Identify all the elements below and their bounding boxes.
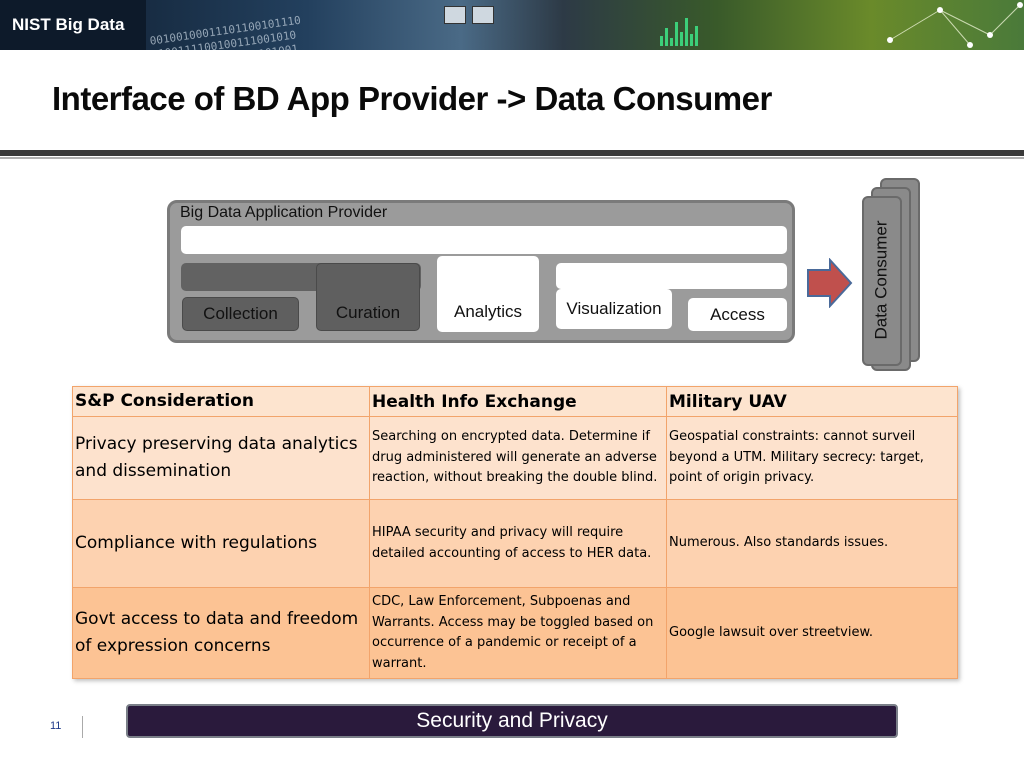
table-cell: Compliance with regulations — [72, 499, 370, 588]
consumer-card-front — [862, 196, 902, 366]
step-access: Access — [688, 298, 787, 331]
page-title: Interface of BD App Provider -> Data Con… — [52, 80, 772, 117]
table-row: Privacy preserving data analytics and di… — [72, 416, 958, 500]
header-banner: 00100100011101100101110 1100111100100111… — [0, 0, 1024, 50]
binary-pattern: 00100100011101100101110 1100111100100111… — [148, 13, 302, 50]
column-header: Military UAV — [666, 386, 958, 417]
table-cell: Geospatial constraints: cannot surveil b… — [666, 416, 958, 500]
step-visualization-label: Visualization — [566, 299, 662, 318]
table-row: Compliance with regulations HIPAA securi… — [72, 499, 958, 588]
title-divider — [0, 150, 1024, 156]
network-icon — [887, 2, 1023, 48]
page-number-divider — [82, 716, 83, 738]
provider-top-bar — [181, 226, 787, 254]
step-collection-label: Collection — [203, 304, 278, 323]
step-collection: Collection — [182, 297, 299, 331]
right-arrow-icon — [807, 258, 853, 308]
bar-graph-icon — [660, 16, 720, 46]
nist-logo: NIST Big Data — [0, 0, 146, 50]
computer-icon — [444, 6, 466, 24]
table-cell: Google lawsuit over streetview. — [666, 587, 958, 679]
column-header: S&P Consideration — [72, 386, 370, 417]
step-curation-label: Curation — [335, 303, 401, 322]
computer-icon — [472, 6, 494, 24]
data-consumer-label: Data Consumer — [872, 220, 891, 340]
table-cell: Govt access to data and freedom of expre… — [72, 587, 370, 679]
table-cell: Numerous. Also standards issues. — [666, 499, 958, 588]
table-header-row: S&P Consideration Health Info Exchange M… — [72, 386, 958, 417]
step-analytics: Analytics — [437, 256, 539, 332]
logo-text: NIST Big Data — [12, 15, 125, 34]
page-number: 11 — [50, 720, 62, 732]
table-cell: CDC, Law Enforcement, Subpoenas and Warr… — [369, 587, 667, 679]
title-divider-shadow — [0, 157, 1024, 159]
step-access-label: Access — [710, 304, 765, 324]
footer-bar: Security and Privacy — [126, 704, 898, 738]
sp-consideration-table: S&P Consideration Health Info Exchange M… — [72, 386, 958, 679]
table-cell: HIPAA security and privacy will require … — [369, 499, 667, 588]
step-analytics-label: Analytics — [453, 302, 523, 321]
table-row: Govt access to data and freedom of expre… — [72, 587, 958, 679]
data-consumer: Data Consumer — [862, 196, 902, 364]
provider-label: Big Data Application Provider — [180, 204, 388, 221]
table-cell: Searching on encrypted data. Determine i… — [369, 416, 667, 500]
step-visualization: Visualization — [556, 289, 672, 329]
step-curation: Curation — [316, 263, 420, 331]
column-header: Health Info Exchange — [369, 386, 667, 417]
footer-bar-text: Security and Privacy — [416, 709, 608, 732]
table-cell: Privacy preserving data analytics and di… — [72, 416, 370, 500]
visualization-access-bar — [556, 263, 787, 289]
